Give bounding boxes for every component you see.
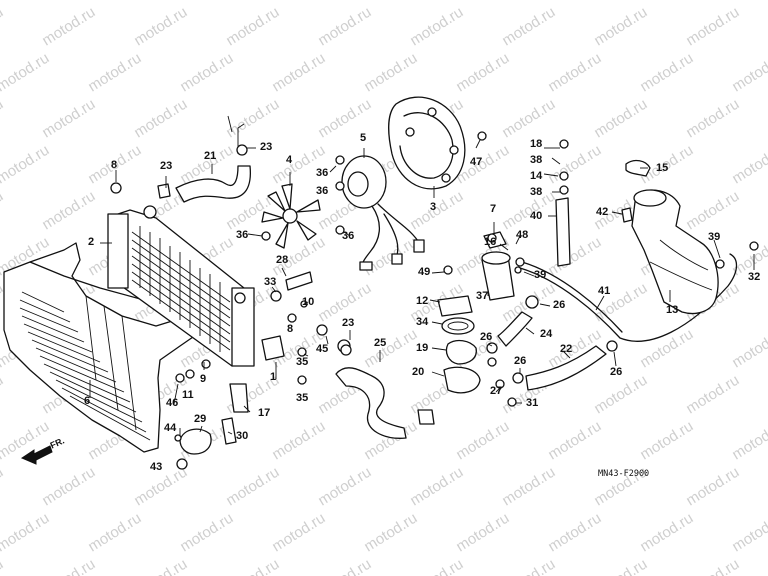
leader-lines <box>89 139 755 436</box>
callout-33: 33 <box>264 276 277 288</box>
callout-3: 3 <box>430 201 437 213</box>
siphon-tube <box>519 253 738 342</box>
callout-26-d: 26 <box>610 366 623 378</box>
callout-37: 37 <box>476 290 489 302</box>
callout-9: 9 <box>200 373 207 385</box>
callout-26-c: 26 <box>514 355 527 367</box>
callout-8-upper: 8 <box>111 159 118 171</box>
callout-29: 29 <box>194 413 207 425</box>
cooling-fan <box>261 183 321 249</box>
callout-20: 20 <box>412 366 425 378</box>
callout-36-d: 36 <box>342 230 355 242</box>
filler-tube <box>555 197 571 267</box>
callout-23-left: 23 <box>160 160 173 172</box>
callout-17: 17 <box>258 407 271 419</box>
callout-13: 13 <box>666 304 679 316</box>
callout-15: 15 <box>656 162 669 174</box>
callout-12: 12 <box>416 295 429 307</box>
callout-19: 19 <box>416 342 429 354</box>
front-arrow-icon <box>20 445 53 465</box>
fan-motor <box>341 155 425 271</box>
callout-16: 16 <box>484 236 497 248</box>
callout-23-top: 23 <box>260 141 273 153</box>
callout-30: 30 <box>236 430 249 442</box>
callout-41: 41 <box>598 285 611 297</box>
callout-11: 11 <box>182 389 194 401</box>
callout-10: 10 <box>302 296 315 308</box>
diagram-code: MN43-F2900 <box>598 469 650 479</box>
fasteners <box>110 131 759 470</box>
reserve-tank <box>631 189 719 315</box>
callout-25: 25 <box>374 337 387 349</box>
callout-39-a: 39 <box>534 269 547 281</box>
callout-36-c: 36 <box>316 185 329 197</box>
callout-24: 24 <box>540 328 553 340</box>
callout-7: 7 <box>490 203 497 215</box>
callout-23-mid: 23 <box>342 317 355 329</box>
fan-shroud <box>388 96 466 190</box>
callout-38-b: 38 <box>530 186 543 198</box>
callout-42: 42 <box>596 206 609 218</box>
callout-46: 46 <box>166 397 179 409</box>
callout-8-lower: 8 <box>287 323 294 335</box>
callout-32: 32 <box>748 271 761 283</box>
callout-1: 1 <box>270 371 277 383</box>
hose-24 <box>497 311 533 347</box>
callout-45: 45 <box>316 343 329 355</box>
callout-43: 43 <box>150 461 163 473</box>
lower-hose-25 <box>335 367 407 439</box>
callout-26-a: 26 <box>553 299 566 311</box>
callout-26-b: 26 <box>480 331 493 343</box>
callout-48: 48 <box>516 229 529 241</box>
thermostat-housing <box>437 231 515 394</box>
callout-5: 5 <box>360 132 367 144</box>
upper-radiator-hose <box>175 165 252 203</box>
callout-35-b: 35 <box>296 392 309 404</box>
callout-39-b: 39 <box>708 231 721 243</box>
callout-28: 28 <box>276 254 289 266</box>
callout-2: 2 <box>88 236 95 248</box>
callout-21: 21 <box>204 150 217 162</box>
callout-40: 40 <box>530 210 543 222</box>
radiator <box>107 205 255 367</box>
callout-6: 6 <box>84 395 91 407</box>
callout-18: 18 <box>530 138 543 150</box>
callout-34: 34 <box>416 316 429 328</box>
callout-47: 47 <box>470 156 483 168</box>
callout-27: 27 <box>490 385 503 397</box>
callout-49: 49 <box>418 266 431 278</box>
callout-36-a: 36 <box>236 229 249 241</box>
callout-4: 4 <box>286 154 293 166</box>
callout-38-a: 38 <box>530 154 543 166</box>
callout-31: 31 <box>526 397 539 409</box>
callout-36-b: 36 <box>316 167 329 179</box>
callout-22: 22 <box>560 343 573 355</box>
callout-35-a: 35 <box>296 356 309 368</box>
callout-14: 14 <box>530 170 543 182</box>
hose-22 <box>525 345 607 391</box>
callout-44: 44 <box>164 422 177 434</box>
